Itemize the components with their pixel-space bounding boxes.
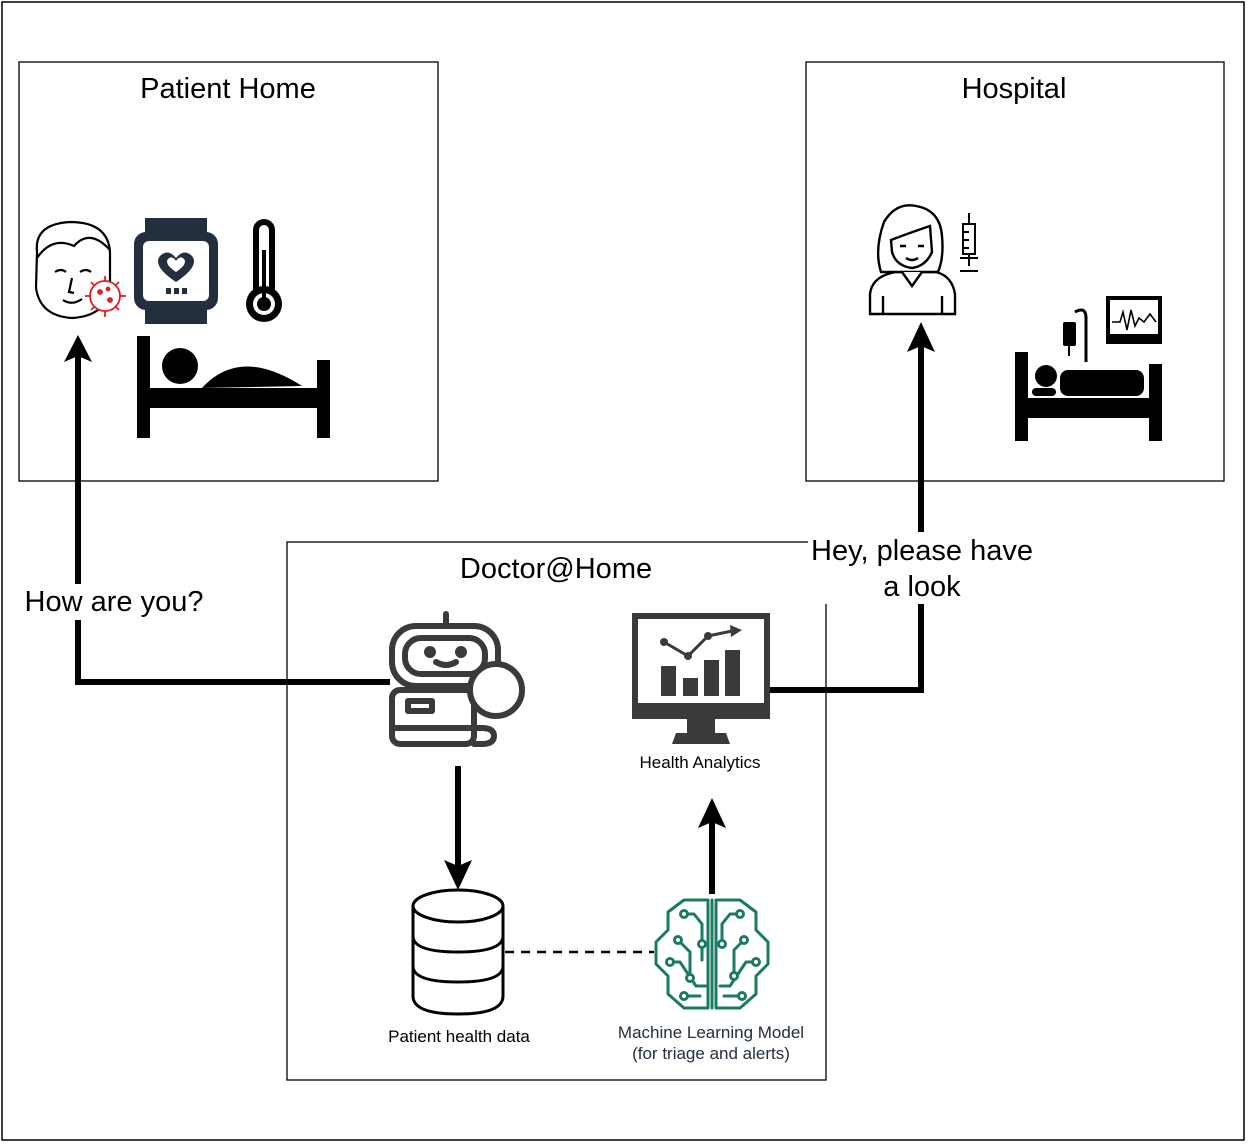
edge-label-bg-right [808,532,1036,604]
smartwatch-heart-icon [134,218,218,324]
patient-bed-icon [137,336,330,438]
doctor-home-title: Doctor@Home [460,553,652,585]
edge-label-how-are-you: How are you? [25,586,204,618]
hospital-zone: Hospital [805,61,1225,482]
ml-brain-icon [654,898,770,1010]
patient-home-title: Patient Home [140,73,316,105]
patient-home-zone: Patient Home [18,61,439,482]
analytics-monitor-icon [632,613,770,744]
virus-icon [85,276,126,317]
hospital-title: Hospital [962,73,1067,105]
edge-label-bg-left [20,584,220,620]
edge-chatbot-to-database [444,766,472,890]
thermometer-icon [246,219,282,322]
patient-data-label: Patient health data [388,1027,530,1046]
database-icon [411,888,505,1016]
chatbot-icon [389,611,525,747]
syringe-icon [960,213,978,272]
edge-chatbot-to-patient [64,335,390,685]
edge-analytics-to-hospital [770,322,935,693]
doctor-home-zone: Doctor@Home [286,541,827,1081]
nurse-icon [868,204,957,316]
health-analytics-label: Health Analytics [640,753,761,772]
edge-label-please-look-line2: a look [883,571,961,603]
ml-model-label-line2: (for triage and alerts) [632,1044,790,1063]
edge-label-please-look-line1: Hey, please have [811,535,1033,567]
ml-model-label-line1: Machine Learning Model [618,1023,804,1042]
heart-monitor-icon [1106,296,1162,344]
edge-ml-to-analytics [698,798,726,894]
hospital-bed-icon [1015,308,1162,441]
